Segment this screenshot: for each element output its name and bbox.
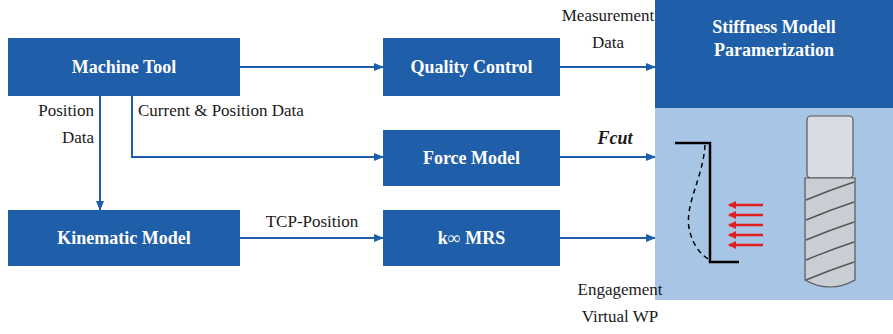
end-mill-tool [805, 116, 855, 287]
flow-arrow [132, 96, 383, 157]
box-label: Force Model [423, 147, 520, 170]
flow-arrow [99, 96, 101, 210]
process-box: k∞ MRS [383, 210, 560, 266]
edge-label: Position Data [6, 97, 94, 151]
edge-label: Current & Position Data [138, 97, 308, 124]
edge-label: Fcut [590, 124, 640, 153]
flow-arrow [240, 66, 383, 68]
process-box: Kinematic Model [8, 210, 240, 266]
box-label: Quality Control [410, 56, 532, 79]
edge-label: TCP-Position [246, 208, 378, 235]
box-label: Machine Tool [72, 56, 177, 79]
process-box: Quality Control [383, 38, 560, 96]
process-box: Machine Tool [8, 38, 240, 96]
box-label: k∞ MRS [438, 227, 505, 250]
box-label: Stiffness Modell Paramerization [673, 16, 875, 61]
flow-arrow [240, 237, 383, 239]
process-box: Force Model [383, 130, 560, 186]
edge-label: Engagement Virtual WP [556, 276, 684, 330]
process-box: Stiffness Modell Paramerization [655, 0, 893, 300]
flow-arrow [560, 156, 655, 158]
flow-arrow [560, 66, 655, 68]
edge-label: Measurement Data [558, 2, 658, 56]
flow-arrow [560, 237, 655, 239]
deflection-illustration [655, 108, 893, 300]
box-label: Kinematic Model [57, 227, 190, 250]
